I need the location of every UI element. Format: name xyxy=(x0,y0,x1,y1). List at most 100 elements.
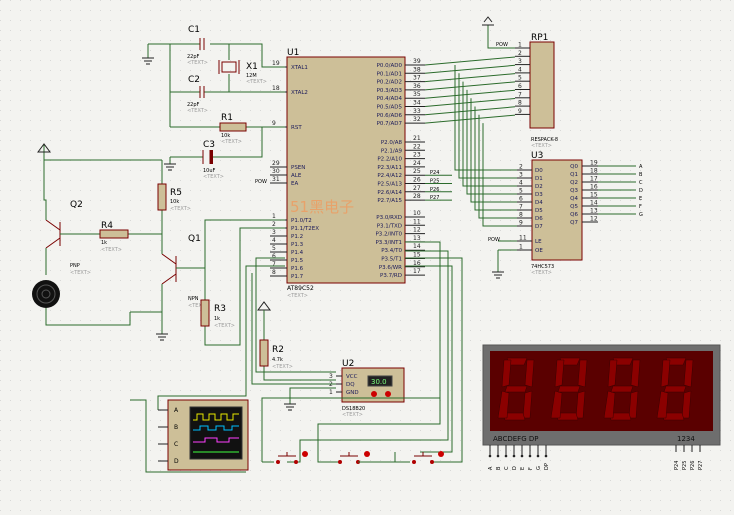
u2-pin-number: 3 xyxy=(329,373,333,380)
push-button-3[interactable] xyxy=(395,451,444,464)
mcu-pin-name: P3.7/RD xyxy=(380,273,402,279)
rp1-pin-number: 6 xyxy=(518,83,522,90)
r5-text: <TEXT> xyxy=(170,206,191,212)
mcu-pin-name: PSEN xyxy=(291,165,305,171)
c3-ref: C3 xyxy=(203,140,215,150)
u2-down-button[interactable] xyxy=(371,391,377,397)
u3-pin-number: 4 xyxy=(519,180,523,187)
u3-pin-number: 13 xyxy=(590,208,598,215)
mcu-pin-name: P3.0/RXD xyxy=(376,215,402,221)
oscilloscope[interactable]: ABCD xyxy=(130,399,249,473)
u3-part: 74HC573 xyxy=(531,264,554,270)
u2-up-button[interactable] xyxy=(385,391,391,397)
p2-net-label: P25 xyxy=(430,179,439,185)
mcu-pin-number: 9 xyxy=(272,120,276,127)
mcu-pin-number: 26 xyxy=(413,177,421,184)
mcu-pin-name: P1.1/T2EX xyxy=(291,226,319,232)
u3-pin-number: 2 xyxy=(519,164,523,171)
mcu-pin-name: P1.6 xyxy=(291,266,304,272)
rp1-text: <TEXT> xyxy=(531,143,552,149)
p0-bus-wires xyxy=(424,56,517,227)
buzzer-driver: R5 10k <TEXT> Q2 PNP <TEXT> R4 1k <TEXT>… xyxy=(32,143,285,341)
c2-text: <TEXT> xyxy=(187,108,208,114)
digit-segment xyxy=(575,390,586,419)
u3-pin-name: Q5 xyxy=(570,204,578,210)
c1-ref: C1 xyxy=(188,25,200,35)
u3-pin-name: Q0 xyxy=(570,164,578,170)
mcu-pin-number: 3 xyxy=(272,229,276,236)
mcu-pin-number: 39 xyxy=(413,58,421,65)
u3-pin-name: D4 xyxy=(535,200,543,206)
mcu-pin-name: P1.2 xyxy=(291,234,303,240)
digit-segment xyxy=(607,359,618,388)
u3-pin-name: LE xyxy=(535,239,542,245)
c2-value: 22pF xyxy=(187,102,200,108)
r5-value: 10k xyxy=(170,199,179,205)
q2-value: PNP xyxy=(70,263,80,269)
mcu-pin-number: 16 xyxy=(413,260,421,267)
u3-pin-number: 8 xyxy=(519,212,523,219)
p2-net-label: P24 xyxy=(430,170,439,176)
display-seg-pin: G xyxy=(536,466,542,470)
u3-pin-number: 7 xyxy=(519,204,523,211)
mcu-pin-name: EA xyxy=(291,181,298,187)
digit-segment xyxy=(557,385,581,393)
c3-value: 10uF xyxy=(203,168,216,174)
digit-segment xyxy=(550,390,563,419)
latch-u3[interactable]: U3 74HC573 <TEXT> 2D03D14D25D36D47D58D69… xyxy=(488,151,598,279)
mcu-pin-number: 33 xyxy=(413,108,421,115)
mcu-u1[interactable]: U1 AT89C52 <TEXT> 19XTAL118XTAL29RST29PS… xyxy=(270,48,439,299)
mcu-pin-number: 10 xyxy=(413,210,421,217)
u3-pin-name: Q1 xyxy=(570,172,578,178)
push-buttons xyxy=(261,397,444,464)
mcu-pin-name: P2.1/A9 xyxy=(381,148,403,154)
mcu-pin-number: 37 xyxy=(413,75,421,82)
mcu-pin-number: 23 xyxy=(413,152,421,159)
u3-pin-number: 6 xyxy=(519,196,523,203)
display-digit-label: 1234 xyxy=(677,435,695,443)
r1-ref: R1 xyxy=(221,113,233,123)
u3-output-label: D xyxy=(639,188,643,194)
u3-pin-name: D0 xyxy=(535,168,543,174)
u3-pin-number: 14 xyxy=(590,200,598,207)
mcu-pin-number: 8 xyxy=(272,269,276,276)
mcu-pin-name: P0.1/AD1 xyxy=(377,71,402,77)
u3-pow-label: POW xyxy=(488,237,500,243)
u2-lcd xyxy=(367,375,393,387)
u3-pin-name: D2 xyxy=(535,184,543,190)
digit-segment xyxy=(504,385,528,393)
mcu-pin-number: 5 xyxy=(272,245,276,252)
mcu-pin-number: 27 xyxy=(413,185,421,192)
mcu-pin-name: XTAL2 xyxy=(291,90,308,96)
u3-pin-name: Q4 xyxy=(570,196,578,202)
mcu-pin-number: 29 xyxy=(272,160,280,167)
u3-body xyxy=(531,159,583,261)
digit-segment xyxy=(577,359,588,388)
mcu-pin-name: P0.0/AD0 xyxy=(377,63,403,69)
digit-segment xyxy=(610,385,634,393)
mcu-pin-number: 1 xyxy=(272,213,276,220)
display-seg-pin: B xyxy=(496,466,502,470)
p2-net-label: P27 xyxy=(430,195,439,201)
u2-pin-name: GND xyxy=(346,390,359,396)
mcu-ref: U1 xyxy=(287,48,299,58)
mcu-pin-number: 31 xyxy=(272,176,280,183)
u3-pin-name: D6 xyxy=(535,216,543,222)
push-button-1[interactable] xyxy=(261,397,440,464)
q2-text: <TEXT> xyxy=(70,270,91,276)
u3-pin-number: 3 xyxy=(519,172,523,179)
rp1-pin-number: 4 xyxy=(518,66,522,73)
u3-pin-number: 17 xyxy=(590,176,598,183)
u3-pin-number: 19 xyxy=(590,160,598,167)
scope-channel-label: A xyxy=(174,407,179,414)
c3-text: <TEXT> xyxy=(203,174,224,180)
mcu-pin-number: 12 xyxy=(413,227,421,234)
digit-segment xyxy=(663,385,687,393)
display-seg-pin: A xyxy=(488,466,494,470)
digit-segment xyxy=(524,359,535,388)
c1-text: <TEXT> xyxy=(187,60,208,66)
rp1-pin-number: 3 xyxy=(518,58,522,65)
